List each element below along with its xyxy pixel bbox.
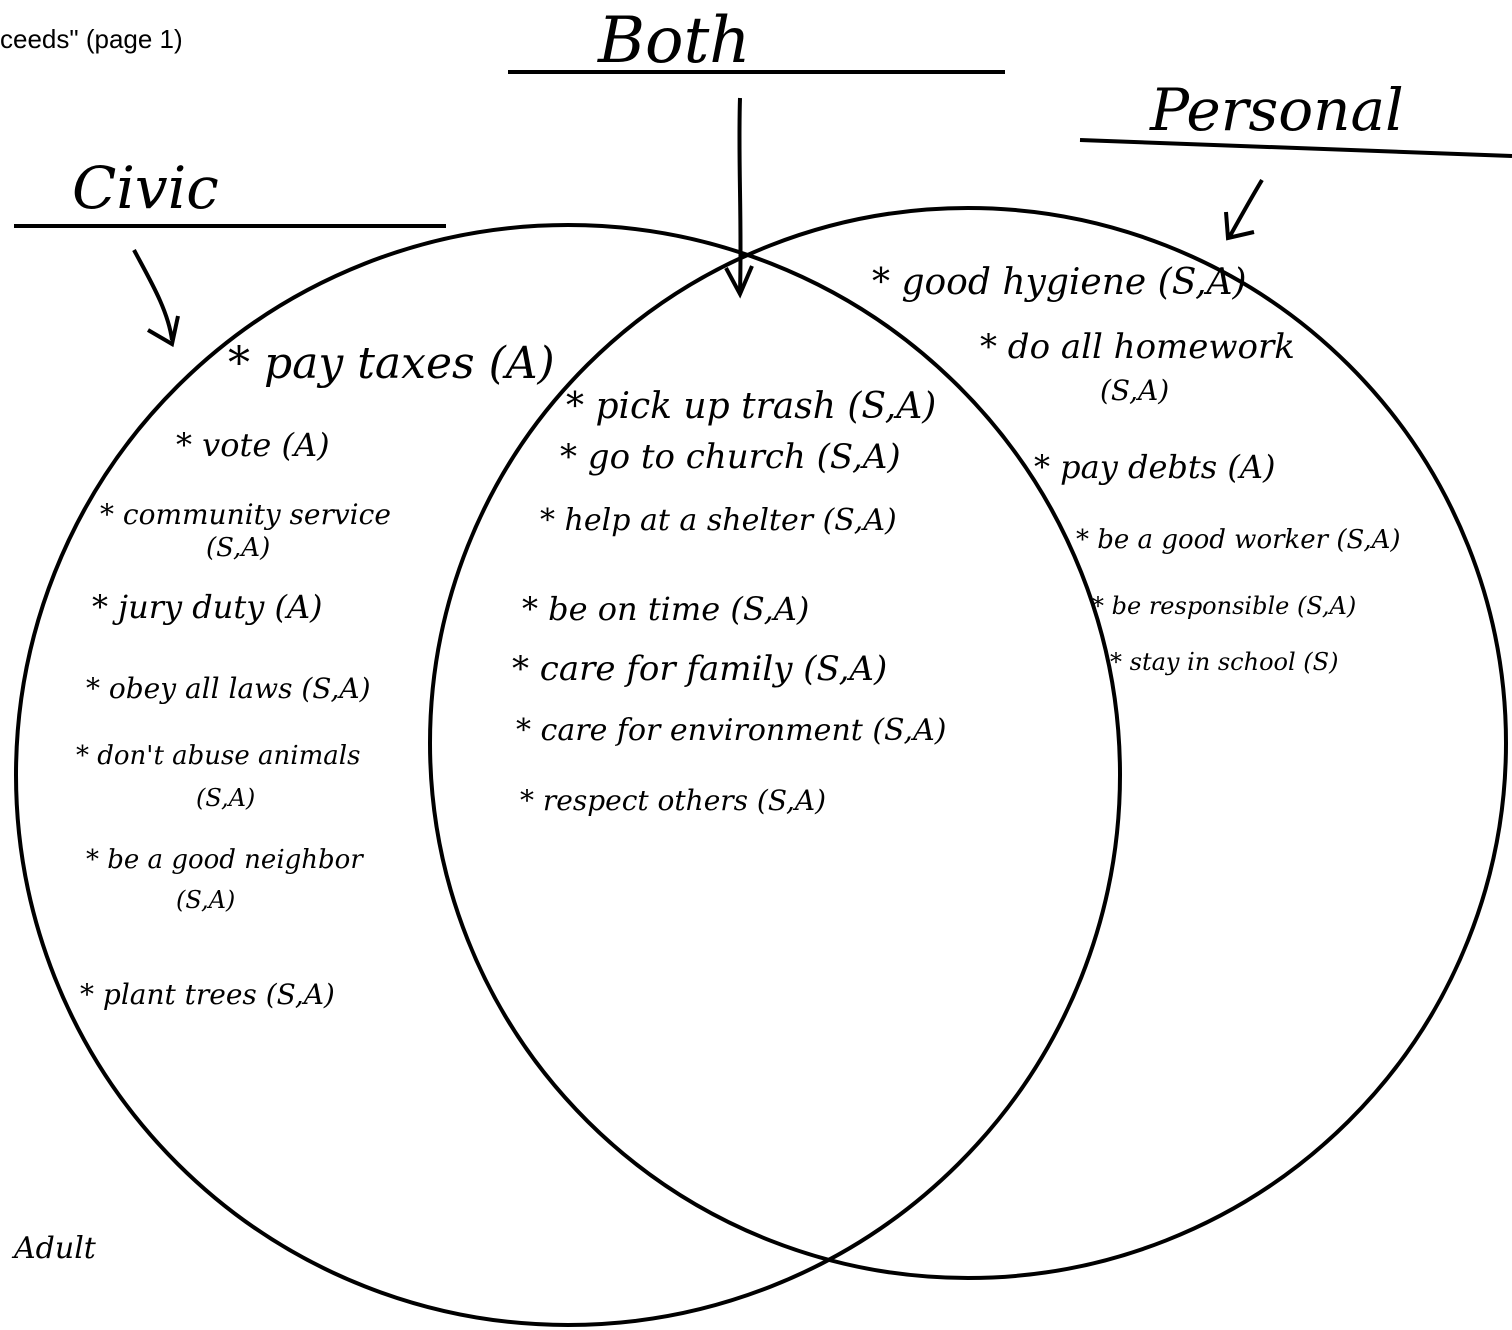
both-items: * pick up trash (S,A) * go to church (S,… [512,386,946,817]
civic-heading: Civic [72,154,219,222]
civic-item-pay-taxes: * pay taxes (A) [228,338,555,389]
personal-item-stay-in-school: * stay in school (S) [1110,648,1338,676]
both-item-respect: * respect others (S,A) [520,784,826,817]
civic-item-animals-tag: (S,A) [196,784,255,812]
both-item-on-time: * be on time (S,A) [522,590,809,628]
header-fragment: ceeds" (page 1) [0,24,183,54]
civic-items: * pay taxes (A) * vote (A) * community s… [76,338,555,1011]
both-heading: Both [597,4,751,78]
civic-arrow [132,249,180,348]
personal-items: * good hygiene (S,A) * do all homework (… [872,262,1401,676]
civic-item-animals: * don't abuse animals [76,741,360,771]
civic-item-obey-laws: * obey all laws (S,A) [86,672,371,705]
civic-item-good-neighbor: * be a good neighbor [86,845,364,875]
personal-item-debts: * pay debts (A) [1034,448,1275,486]
civic-item-plant-trees: * plant trees (S,A) [80,978,335,1011]
civic-item-jury-duty: * jury duty (A) [92,588,323,626]
both-item-church: * go to church (S,A) [560,437,901,477]
both-arrow [724,97,754,299]
both-item-shelter: * help at a shelter (S,A) [540,503,897,538]
civic-item-community-service-tag: (S,A) [206,533,270,563]
both-item-pick-up-trash: * pick up trash (S,A) [566,386,936,427]
civic-item-community-service: * community service [100,498,391,531]
personal-arrow [1224,178,1264,241]
personal-circle [428,206,1508,1280]
personal-item-homework-tag: (S,A) [1100,374,1169,407]
personal-item-good-worker: * be a good worker (S,A) [1076,525,1401,555]
footer-note: Adult [11,1231,97,1266]
both-item-environment: * care for environment (S,A) [516,713,946,748]
personal-item-homework: * do all homework [980,327,1295,367]
personal-heading: Personal [1149,76,1404,144]
civic-circle [14,223,1122,1327]
both-item-family: * care for family (S,A) [512,649,887,689]
civic-item-good-neighbor-tag: (S,A) [176,886,235,914]
civic-item-vote: * vote (A) [176,426,330,464]
personal-underline [1079,138,1512,158]
personal-item-responsible: * be responsible (S,A) [1092,592,1356,620]
personal-item-hygiene: * good hygiene (S,A) [872,262,1247,303]
